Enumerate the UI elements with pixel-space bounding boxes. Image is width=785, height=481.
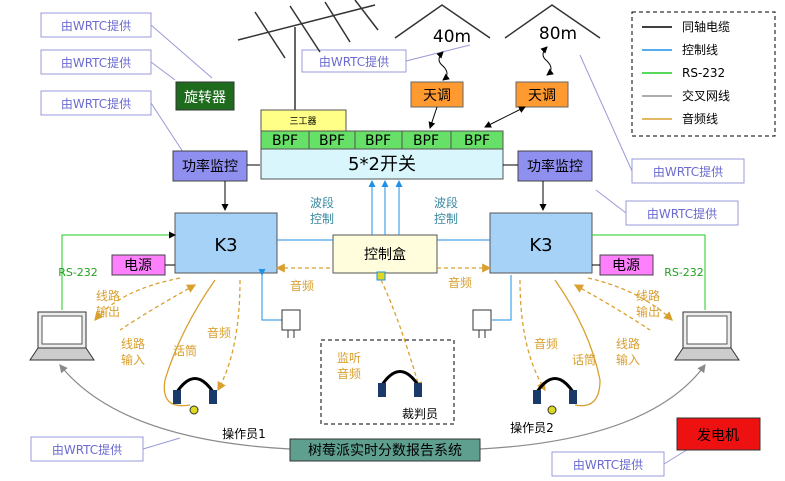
band-control-right-1: 波段 — [434, 195, 458, 210]
audio-label-op1: 音频 — [207, 325, 231, 340]
legend-coax: 同轴电缆 — [682, 19, 730, 34]
rotator-label: 旋转器 — [184, 90, 226, 106]
band-80m-label: 80m — [539, 24, 577, 44]
monitor-audio-2: 音频 — [337, 366, 361, 381]
bpf-4: BPF — [413, 133, 439, 149]
bpf-2: BPF — [319, 133, 345, 149]
bpf-3: BPF — [365, 133, 391, 149]
tuner-80m — [515, 81, 569, 108]
power-monitor-right-label: 功率监控 — [527, 158, 583, 175]
wrtc-pointer-lines — [142, 24, 691, 465]
band-control-left-1: 波段 — [310, 195, 334, 210]
report-system-label: 树莓派实时分数报告系统 — [308, 443, 462, 459]
mic-label-op1: 话筒 — [173, 343, 197, 358]
power-monitor-left — [172, 150, 248, 182]
headphones-op2-icon — [533, 377, 577, 415]
power-supply-left-label: 电源 — [124, 258, 152, 274]
bpf-5: BPF — [464, 133, 490, 149]
band-40m-label: 40m — [433, 27, 471, 47]
band-control-left-2: 控制 — [310, 212, 334, 226]
line-out-right-2: 输出 — [636, 304, 660, 319]
operator-2-label: 操作员2 — [510, 420, 554, 435]
generator — [676, 417, 761, 451]
k3-radio-right — [489, 212, 593, 274]
triplexer-label: 三工器 — [289, 116, 316, 127]
network-lines — [59, 364, 706, 450]
rs232-lines — [61, 231, 706, 310]
wrtc-callout-6: 由WRTC提供 — [647, 206, 717, 221]
wrtc-callout-8: 由WRTC提供 — [573, 457, 643, 472]
control-lines — [261, 180, 512, 321]
k3-left-label: K3 — [214, 235, 237, 256]
band-control-right-2: 控制 — [434, 212, 458, 226]
yagi-antenna-icon — [237, 0, 379, 112]
wrtc-callout-2: 由WRTC提供 — [61, 55, 131, 70]
tuner-40m — [410, 81, 464, 108]
mic-label-op2: 话筒 — [572, 352, 596, 367]
control-box-label: 控制盒 — [364, 246, 406, 263]
audio-lines — [94, 263, 673, 392]
audio-label-left: 音频 — [290, 278, 314, 293]
tuner-40m-label: 天调 — [423, 88, 451, 104]
generator-label: 发电机 — [697, 428, 739, 444]
line-in-right-1: 线路 — [616, 336, 640, 351]
line-out-right-1: 线路 — [636, 288, 660, 303]
wrtc-callout-1: 由WRTC提供 — [61, 18, 131, 33]
wrtc-callouts: 由WRTC提供 由WRTC提供 由WRTC提供 由WRTC提供 由WRTC提供 … — [30, 12, 745, 477]
wire-antenna-80m-icon — [504, 4, 601, 39]
power-monitor-right — [517, 150, 593, 182]
bpf-row: BPF BPF BPF BPF BPF — [260, 130, 504, 150]
laptop-right-icon — [674, 311, 740, 361]
power-supply-right-label: 电源 — [612, 258, 640, 274]
antenna-switch — [260, 148, 504, 180]
rotator — [175, 81, 235, 111]
power-monitor-left-label: 功率监控 — [182, 158, 238, 175]
referee-box — [320, 339, 455, 425]
line-in-right-2: 输入 — [616, 352, 640, 367]
audio-label-right: 音频 — [448, 275, 472, 290]
antenna-switch-label: 5*2开关 — [348, 154, 416, 175]
report-system — [289, 438, 481, 462]
laptop-left-icon — [29, 311, 95, 361]
line-out-left-1: 线路 — [96, 288, 120, 303]
k3-right-label: K3 — [529, 235, 552, 256]
foot-switch-right-icon — [472, 309, 492, 338]
headphones-referee-icon — [378, 370, 422, 397]
legend — [631, 11, 776, 137]
legend-control: 控制线 — [682, 43, 718, 57]
bpf-1: BPF — [272, 133, 298, 149]
wire-antenna-40m-icon — [394, 4, 491, 39]
audio-jack-icon — [376, 271, 386, 281]
k3-radio-left — [174, 212, 278, 274]
line-in-left-1: 线路 — [121, 336, 145, 351]
operator-1-label: 操作员1 — [222, 426, 266, 441]
audio-label-op2: 音频 — [534, 336, 558, 351]
legend-network: 交叉网线 — [682, 88, 730, 103]
wrtc-callout-7: 由WRTC提供 — [52, 442, 122, 457]
monitor-audio-1: 监听 — [337, 351, 361, 365]
legend-audio: 音频线 — [682, 111, 718, 126]
legend-items: 同轴电缆 控制线 RS-232 交叉网线 音频线 — [642, 19, 730, 126]
legend-rs232: RS-232 — [682, 66, 725, 80]
rs232-left-label: RS-232 — [58, 266, 98, 279]
headphones-op1-icon — [173, 377, 217, 415]
line-in-left-2: 输入 — [121, 352, 145, 367]
wrtc-callout-3: 由WRTC提供 — [61, 96, 131, 111]
tuner-80m-label: 天调 — [528, 88, 556, 104]
foot-switch-left-icon — [281, 309, 301, 338]
wrtc-callout-5: 由WRTC提供 — [653, 164, 723, 179]
line-out-left-2: 输出 — [96, 304, 120, 319]
rs232-right-label: RS-232 — [664, 266, 704, 279]
referee-label: 裁判员 — [402, 407, 438, 421]
wrtc-callout-4: 由WRTC提供 — [319, 54, 389, 69]
